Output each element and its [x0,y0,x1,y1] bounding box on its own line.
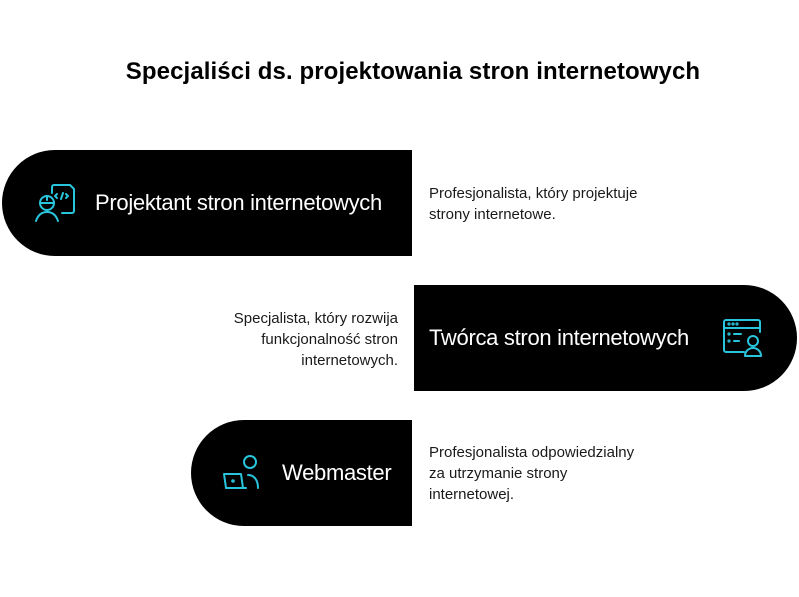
role-description-web-designer: Profesjonalista, który projektuje strony… [429,183,637,225]
role-card-webmaster: Webmaster [191,420,412,526]
role-card-web-developer: Twórca stron internetowych [414,285,797,391]
role-card-web-designer: Projektant stron internetowych [2,150,412,256]
role-title-web-designer: Projektant stron internetowych [95,190,382,215]
description-line: za utrzymanie strony [429,465,568,482]
description-line: internetowej. [429,486,515,503]
page-title: Specjaliści ds. projektowania stron inte… [125,58,701,85]
role-title-web-developer: Twórca stron internetowych [429,325,689,350]
description-line: funkcjonalność stron [261,331,398,348]
description-line: Specjalista, który rozwija [233,310,398,327]
webmaster-icon [220,452,264,496]
description-line: internetowych. [301,352,398,369]
role-description-webmaster: Profesjonalista odpowiedzialny za utrzym… [429,442,634,505]
web-designer-icon [32,181,76,225]
description-line: strony internetowe. [429,206,556,223]
description-line: Profesjonalista odpowiedzialny [429,444,635,461]
web-developer-icon [720,316,764,360]
role-title-webmaster: Webmaster [282,460,392,485]
role-description-web-developer: Specjalista, który rozwija funkcjonalnoś… [234,308,398,371]
description-line: Profesjonalista, który projektuje [429,185,638,202]
